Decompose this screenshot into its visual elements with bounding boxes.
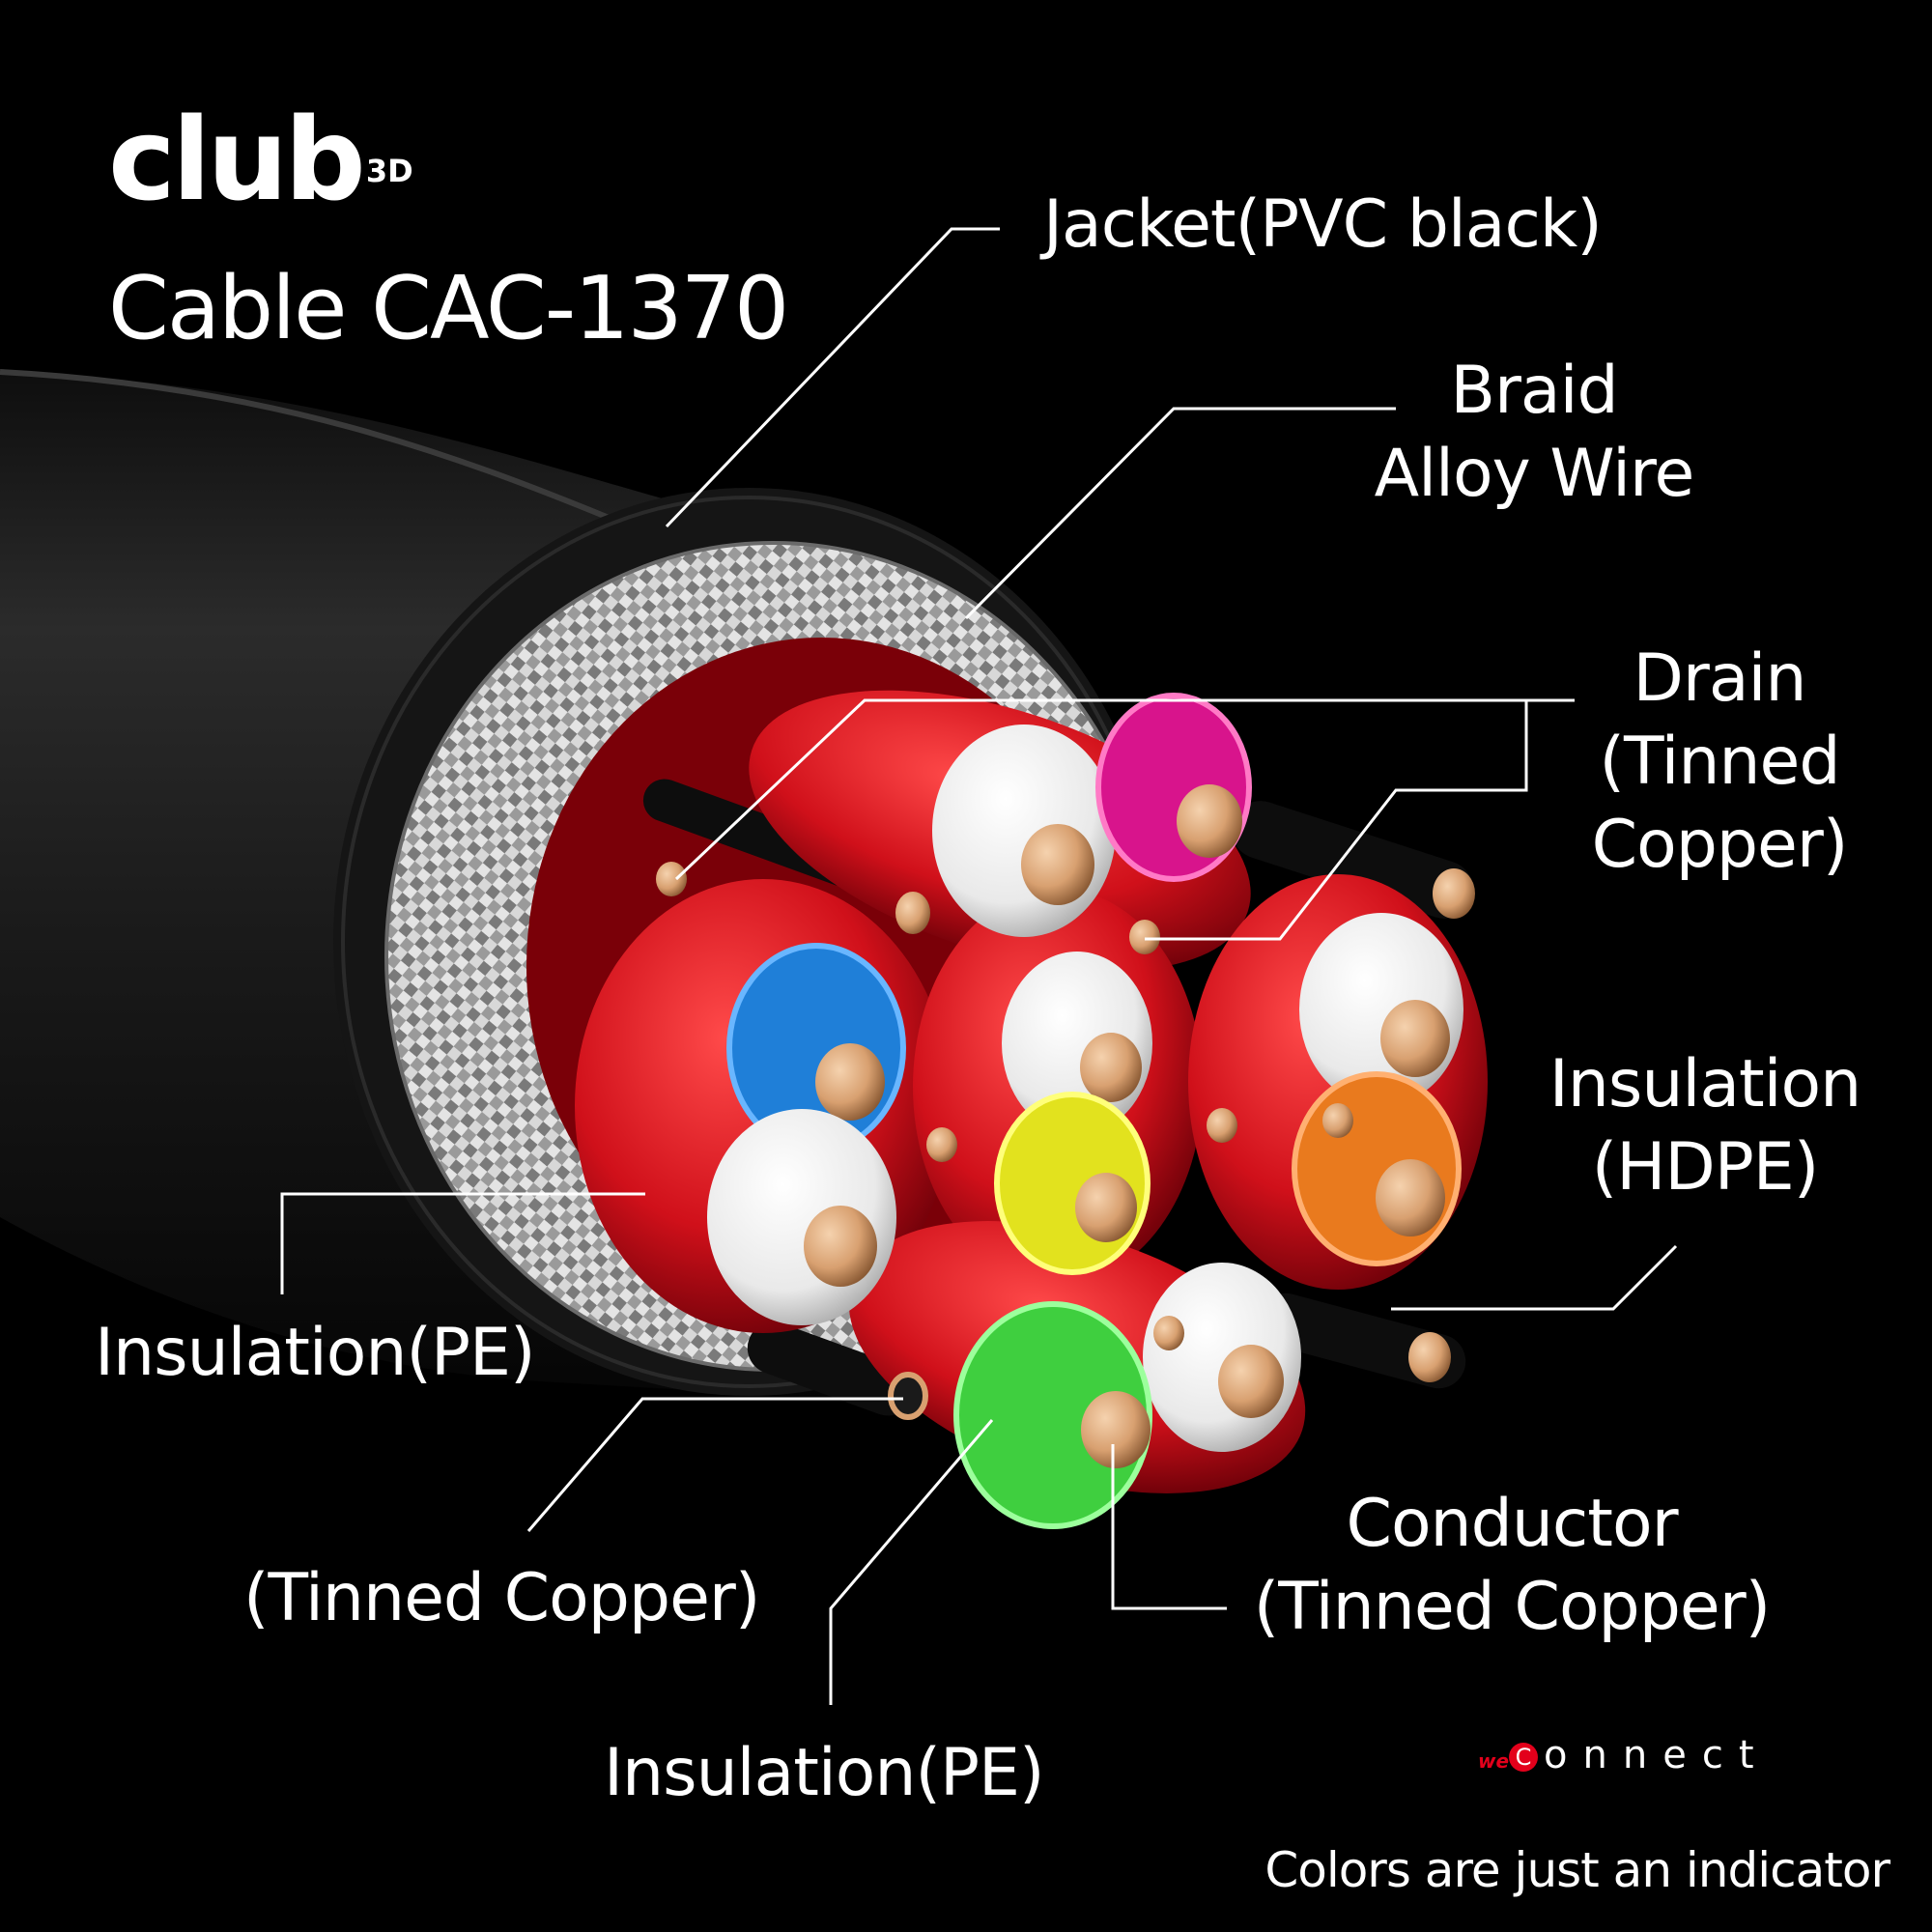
logo-sup: 3D <box>365 153 413 189</box>
label-conductor: Conductor (Tinned Copper) <box>1246 1483 1777 1649</box>
drain-conductor-tips <box>656 862 1475 1420</box>
label-drain-line3: Copper) <box>1591 807 1849 883</box>
leader-jacket <box>665 227 1000 528</box>
leader-drain-top <box>1145 698 1575 941</box>
label-insulation-hdpe-line2: (HDPE) <box>1591 1129 1820 1206</box>
label-insulation-pe-bottom-line1: Insulation(PE) <box>604 1735 1045 1811</box>
wire-magenta <box>1095 693 1252 882</box>
label-insulation-pe-bottom: Insulation(PE) <box>604 1732 1045 1815</box>
weconnect-c-mark: C <box>1509 1743 1539 1772</box>
label-conductor-line2: (Tinned Copper) <box>1253 1569 1771 1645</box>
leader-lines <box>280 227 1678 1705</box>
label-tinned-copper-line1: (Tinned Copper) <box>243 1560 760 1636</box>
wire-orange <box>1292 1071 1462 1266</box>
wire-white-right <box>1299 913 1463 1106</box>
wire-white-center <box>1002 952 1152 1135</box>
wire-yellow <box>994 1092 1151 1275</box>
leader-tinned-copper <box>526 1397 903 1532</box>
logo-text: club <box>108 93 366 226</box>
weconnect-text: onnect <box>1544 1733 1770 1777</box>
label-drain: Drain (Tinned Copper) <box>1575 638 1864 887</box>
label-jacket: Jacket(PVC black) <box>1043 184 1603 267</box>
leader-insulation-hdpe <box>1391 1244 1678 1311</box>
label-insulation-hdpe-line1: Insulation <box>1548 1046 1862 1122</box>
label-drain-line1: Drain <box>1633 640 1807 717</box>
label-tinned-copper: (Tinned Copper) <box>243 1557 760 1640</box>
wire-white-left <box>707 1109 896 1325</box>
leader-insulation-pe-bottom <box>829 1419 994 1705</box>
wire-white-bottom <box>1143 1263 1301 1452</box>
product-title: Cable CAC-1370 <box>108 258 789 359</box>
weconnect-prefix: we <box>1478 1749 1510 1773</box>
label-insulation-hdpe: Insulation (HDPE) <box>1536 1043 1874 1209</box>
leader-braid <box>964 407 1396 620</box>
label-braid-line2: Alloy Wire <box>1374 436 1695 512</box>
wire-green <box>953 1301 1152 1529</box>
label-braid-line1: Braid <box>1450 353 1618 429</box>
disclaimer-text: Colors are just an indicator <box>1264 1842 1890 1898</box>
label-braid: Braid Alloy Wire <box>1370 350 1698 516</box>
leader-insulation-pe-left <box>280 1192 645 1294</box>
leader-conductor <box>1111 1444 1227 1610</box>
label-insulation-pe-left-line1: Insulation(PE) <box>95 1315 536 1391</box>
label-conductor-line1: Conductor <box>1346 1486 1678 1562</box>
leader-drain-line <box>674 698 1526 881</box>
label-insulation-pe-left: Insulation(PE) <box>95 1312 536 1395</box>
label-drain-line2: (Tinned <box>1599 724 1840 800</box>
wire-white-top <box>932 724 1116 937</box>
label-jacket-line1: Jacket(PVC black) <box>1043 186 1603 263</box>
